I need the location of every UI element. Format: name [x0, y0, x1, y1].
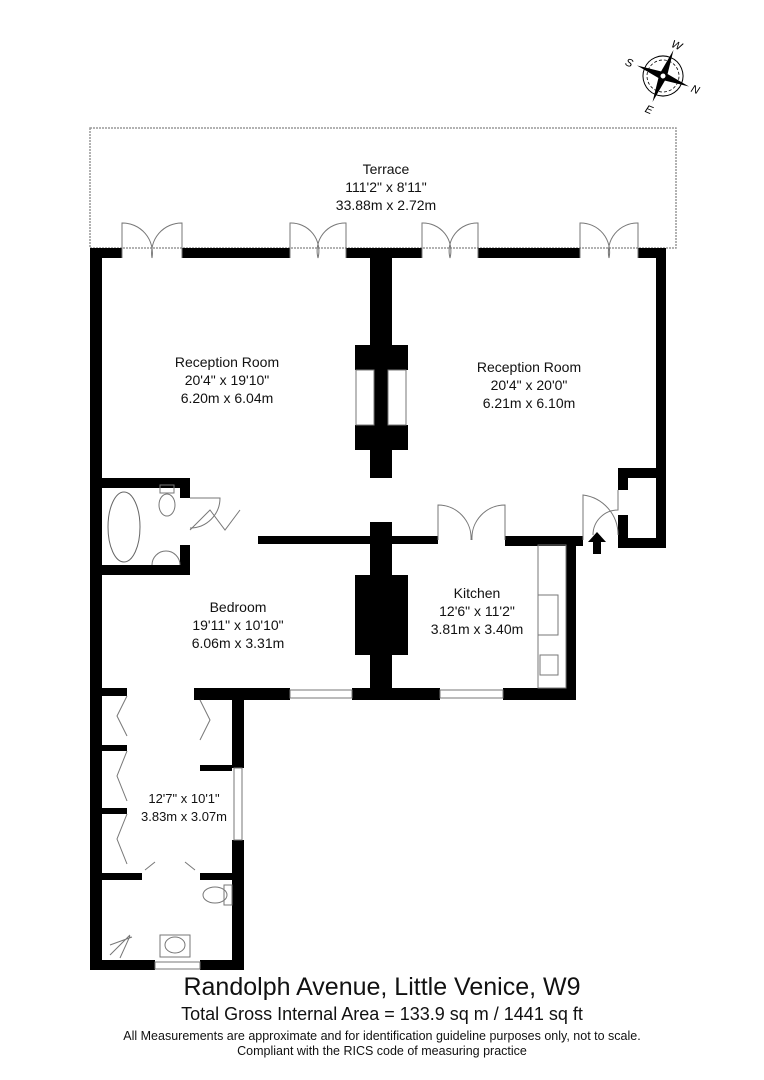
- room-imperial: 12'6" x 11'2": [439, 603, 515, 619]
- compliance-text: Compliant with the RICS code of measurin…: [237, 1044, 527, 1058]
- compass-w: W: [669, 38, 685, 54]
- room-label-terrace: Terrace 111'2" x 8'11" 33.88m x 2.72m: [336, 160, 436, 214]
- room-name: Terrace: [362, 161, 410, 177]
- disclaimer-text: All Measurements are approximate and for…: [123, 1029, 641, 1043]
- room-name: Bedroom: [209, 599, 267, 615]
- entrance-arrow-icon: [588, 532, 606, 554]
- room-imperial: 12'7" x 10'1": [148, 791, 220, 806]
- compass-e: E: [643, 103, 655, 117]
- compass-icon: W N E S: [623, 38, 701, 117]
- room-imperial: 19'11" x 10'10": [192, 617, 284, 633]
- room-metric: 3.83m x 3.07m: [141, 809, 227, 824]
- room-imperial: 111'2" x 8'11": [345, 179, 427, 195]
- room-label-reception-2: Reception Room 20'4" x 20'0" 6.21m x 6.1…: [477, 358, 581, 412]
- room-name: Reception Room: [174, 354, 280, 370]
- compass-n: N: [689, 83, 701, 97]
- room-label-bedroom: Bedroom 19'11" x 10'10" 6.06m x 3.31m: [192, 598, 285, 652]
- room-metric: 6.20m x 6.04m: [180, 390, 274, 406]
- property-title: Randolph Avenue, Little Venice, W9: [183, 973, 581, 1001]
- disclaimer: All Measurements are approximate and for…: [0, 1029, 764, 1059]
- doors-windows: [107, 222, 639, 970]
- room-imperial: 20'4" x 19'10": [184, 372, 270, 388]
- room-metric: 33.88m x 2.72m: [335, 197, 437, 213]
- total-area: Total Gross Internal Area = 133.9 sq m /…: [181, 1004, 583, 1024]
- room-label-dressing: 12'7" x 10'1" 3.83m x 3.07m: [141, 790, 227, 826]
- room-name: Reception Room: [476, 359, 582, 375]
- walls: [90, 248, 666, 970]
- room-metric: 3.81m x 3.40m: [430, 621, 524, 637]
- room-name: Kitchen: [453, 585, 501, 601]
- compass-s: S: [623, 56, 635, 70]
- room-metric: 6.21m x 6.10m: [482, 395, 576, 411]
- room-label-kitchen: Kitchen 12'6" x 11'2" 3.81m x 3.40m: [431, 584, 524, 638]
- room-metric: 6.06m x 3.31m: [191, 635, 285, 651]
- room-label-reception-1: Reception Room 20'4" x 19'10" 6.20m x 6.…: [175, 353, 279, 407]
- room-imperial: 20'4" x 20'0": [490, 377, 568, 393]
